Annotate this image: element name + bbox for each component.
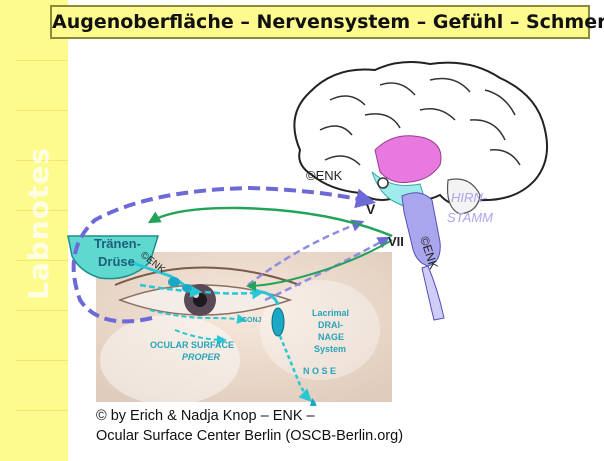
page-title: Augenoberfläche – Nervensystem – Gefühl … [52, 11, 604, 33]
nose-label: N O S E [303, 366, 336, 376]
copyright-notice: © by Erich & Nadja Knop – ENK – Ocular S… [96, 406, 536, 458]
eye-photo-region [96, 252, 392, 405]
title-box: Augenoberfläche – Nervensystem – Gefühl … [50, 5, 604, 39]
brain-illustration [293, 61, 548, 321]
traenen-label: Tränen- [94, 236, 141, 251]
ocular-surface-label-2: PROPER [182, 352, 221, 362]
copyright-line-1: © by Erich & Nadja Knop – ENK – [96, 408, 315, 424]
lacrimal-label-1: Lacrimal [312, 308, 349, 318]
enk-brain-label: ©ENK [306, 168, 343, 183]
conj-label: CONJ [242, 317, 262, 324]
copyright-line-2: Ocular Surface Center Berlin (OSCB-Berli… [96, 428, 404, 444]
left-decorative-strip [0, 0, 68, 461]
lacrimal-gland [67, 235, 192, 293]
lacrimal-label-4: System [314, 344, 346, 354]
cranial-nerve-vii-label: VII [388, 234, 404, 249]
cranial-nerve-v-label: V [366, 201, 376, 217]
secretory-nerve-pathway [147, 206, 393, 291]
ocular-surface-label-1: OCULAR SURFACE [150, 340, 234, 350]
hirnstamm-label-line2: STAMM [447, 210, 493, 225]
lacrimal-label-3: NAGE [318, 332, 344, 342]
lacrimal-label-2: DRAI- [318, 320, 343, 330]
hirnstamm-label-line1: HIRN- [451, 190, 488, 205]
tear-flow-arrows [139, 283, 265, 345]
druese-label: Drüse [98, 254, 135, 269]
